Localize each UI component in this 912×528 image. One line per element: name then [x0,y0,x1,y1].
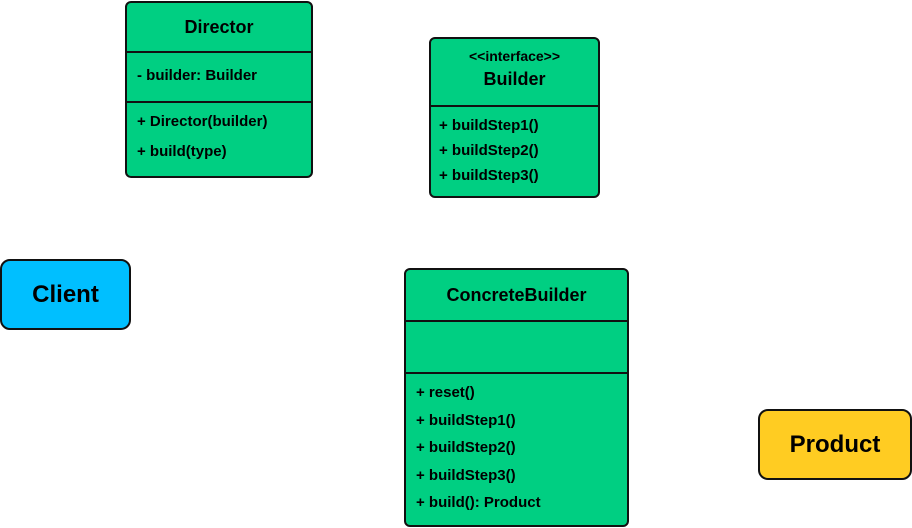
builder-header: <<interface>> Builder [431,39,598,105]
director-class-name: Director [184,17,254,37]
concrete-builder-operation-buildstep3: + buildStep3() [416,466,516,484]
concrete-builder-operation-buildstep1: + buildStep1() [416,411,516,429]
builder-operation-buildstep1: + buildStep1() [439,117,539,134]
director-operation-build: + build(type) [137,143,227,160]
product-label: Product [789,430,881,458]
director-attributes: - builder: Builder [127,51,311,101]
concrete-builder-operations: + reset() + buildStep1() + buildStep2() … [406,372,627,522]
concrete-builder-class: ConcreteBuilder + reset() + buildStep1()… [404,268,629,527]
director-operation-constructor: + Director(builder) [137,113,268,130]
client-label: Client [32,280,99,308]
builder-operations: + buildStep1() + buildStep2() + buildSte… [431,105,598,192]
builder-interface: <<interface>> Builder + buildStep1() + b… [429,37,600,198]
concrete-builder-attributes [406,320,627,372]
builder-class-name: Builder [483,69,546,89]
concrete-builder-operation-reset: + reset() [416,384,475,401]
concrete-builder-operation-buildstep2: + buildStep2() [416,439,516,456]
builder-stereotype: <<interface>> [468,48,561,64]
director-class: Director - builder: Builder + Director(b… [125,1,313,178]
client-node: Client [0,259,131,330]
builder-operation-buildstep3: + buildStep3() [439,167,539,184]
concrete-builder-operation-build: + build(): Product [416,494,541,511]
director-operations: + Director(builder) + build(type) [127,101,311,173]
concrete-builder-class-name: ConcreteBuilder [446,285,587,305]
director-attribute-builder: - builder: Builder [137,67,257,84]
builder-operation-buildstep2: + buildStep2() [439,142,539,159]
product-node: Product [758,409,912,480]
